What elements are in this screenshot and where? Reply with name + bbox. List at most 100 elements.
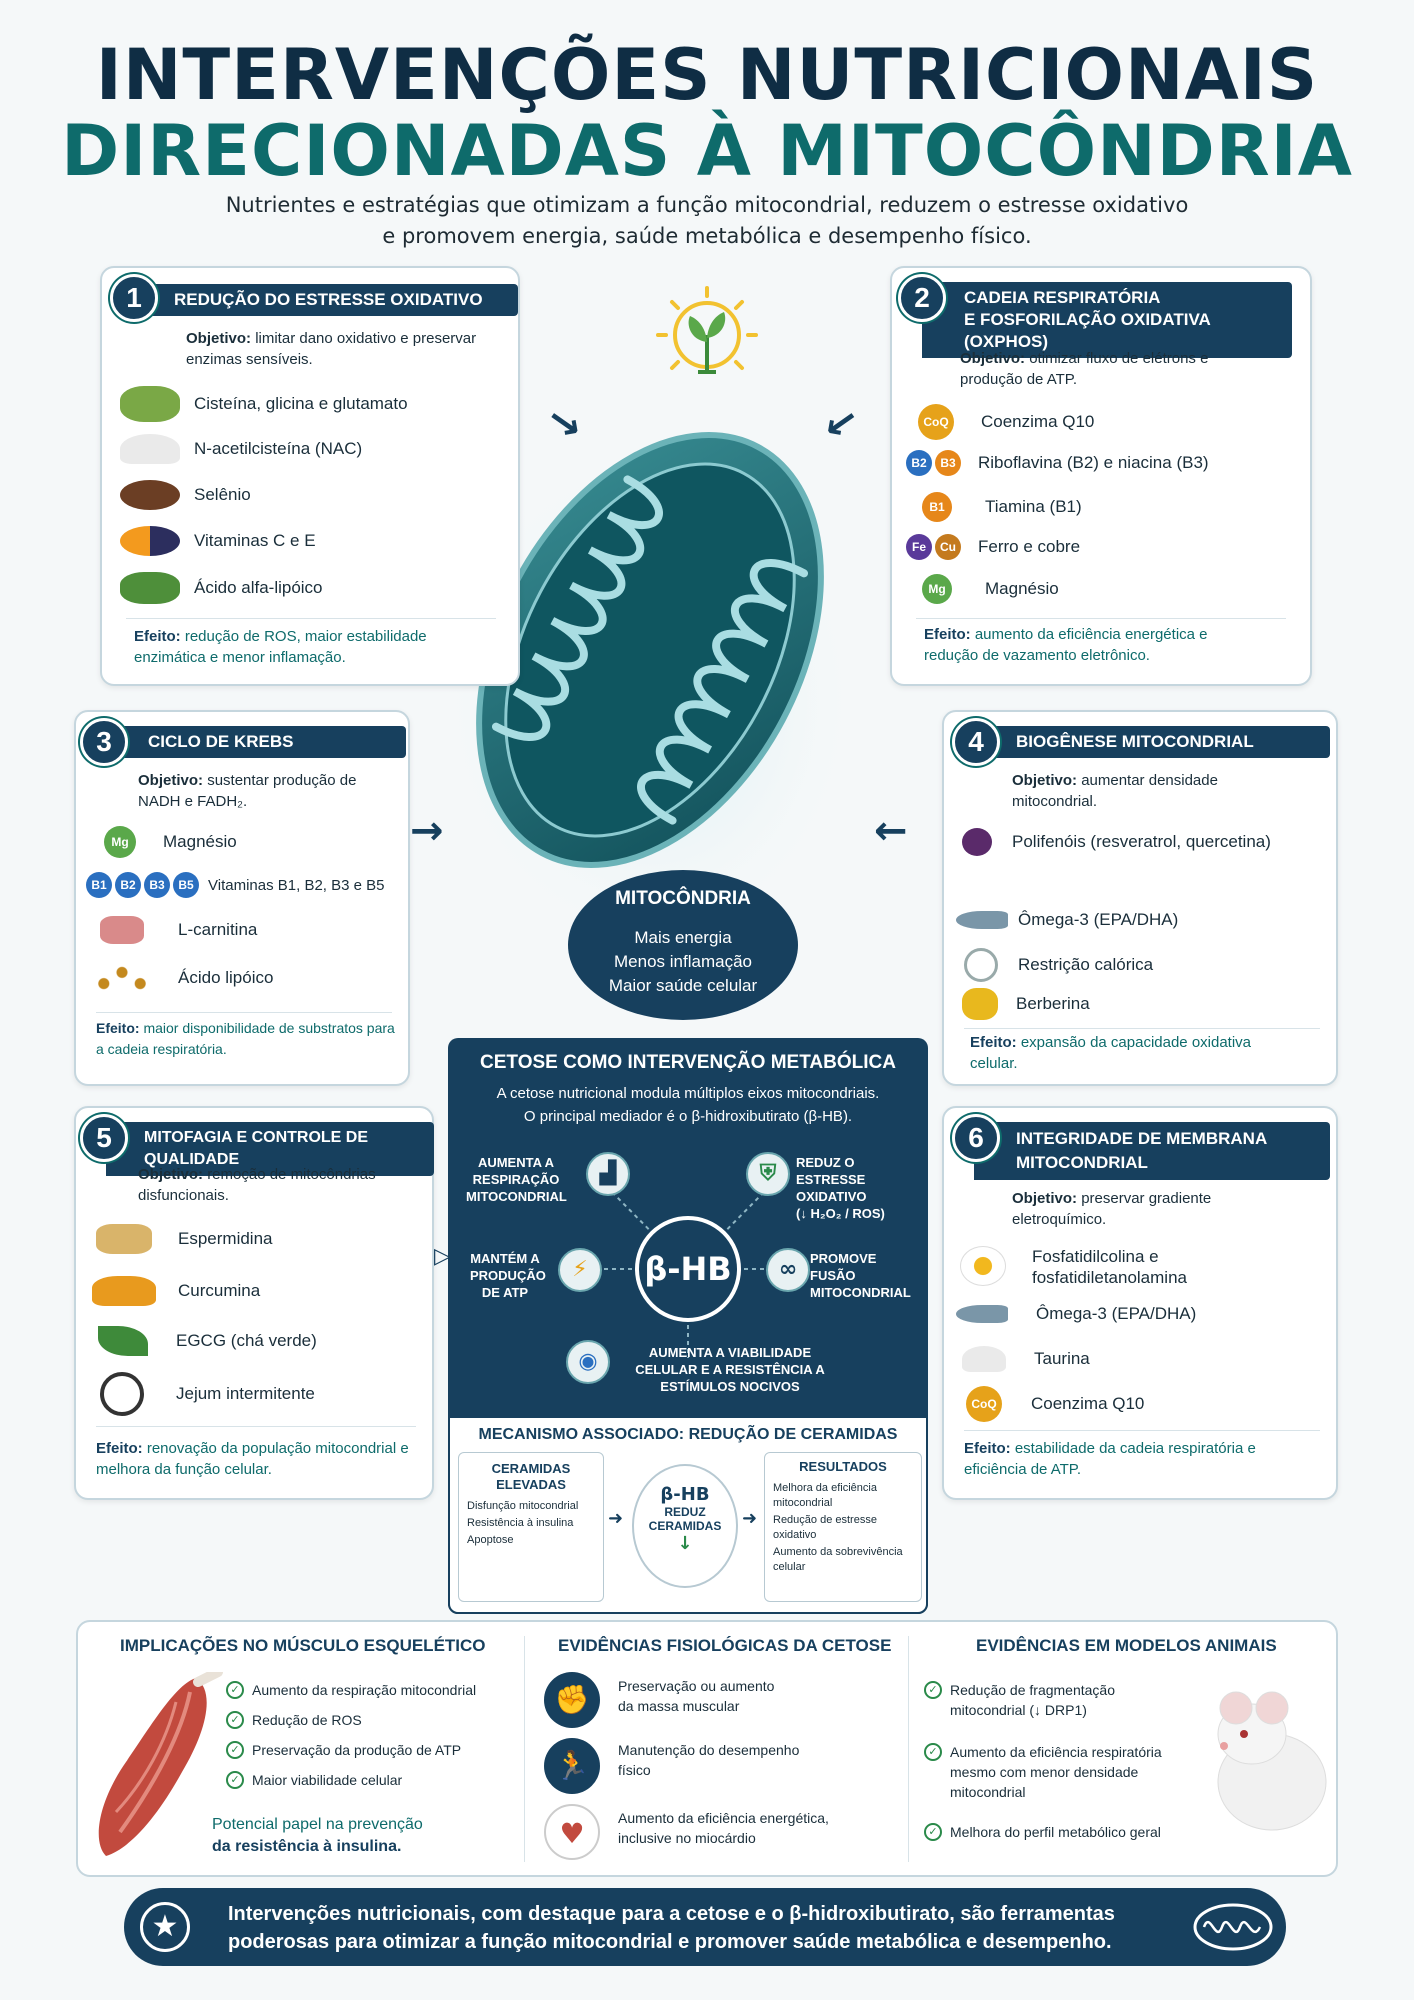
card-oxidative-stress: REDUÇÃO DO ESTRESSE OXIDATIVO Objetivo: … (100, 266, 520, 686)
card6-objective: Objetivo: preservar gradiente eletroquím… (1012, 1190, 1212, 1228)
card6-effect: Efeito: estabilidade da cadeia respirató… (964, 1440, 1256, 1478)
card5-effect: Efeito: renovação da população mitocondr… (96, 1440, 409, 1478)
coq10-icon: CoQ (966, 1386, 1002, 1422)
mito-center-label: MITOCÔNDRIA Mais energia Menos inflamaçã… (568, 870, 798, 1020)
card5-objective: Objetivo: remoção de mitocôndrias disfun… (138, 1166, 376, 1204)
b1-icon: B1 (86, 872, 112, 898)
mito-line1: Mais energia (634, 928, 732, 947)
subtitle-line2: e promovem energia, saúde metabólica e d… (382, 224, 1032, 248)
card3-effect: Efeito: maior disponibilidade de substra… (96, 1020, 395, 1057)
powder-icon (120, 434, 180, 464)
egg-icon (960, 1246, 1006, 1286)
muscle-icon (98, 1672, 223, 1856)
heart-icon: ♥ (544, 1804, 600, 1860)
card1-item-2: N-acetilcisteína (NAC) (120, 434, 362, 464)
card5-item-4: Jejum intermitente (100, 1372, 315, 1416)
arrow-c3: → (410, 808, 444, 854)
fish-icon (956, 1305, 1008, 1323)
brazil-nut-icon (120, 480, 180, 510)
bhb-reduces-ceramides: β-HB REDUZ CERAMIDAS ↓ (632, 1464, 738, 1588)
page-title-line1: INTERVENÇÕES NUTRICIONAIS (95, 34, 1319, 116)
mitochondrion-illustration (440, 432, 860, 950)
card4-title: BIOGÊNESE MITOCONDRIAL (974, 726, 1330, 758)
card6-item-2: Ômega-3 (EPA/DHA) (956, 1304, 1196, 1324)
card-mitophagy: MITOFAGIA E CONTROLE DE QUALIDADE Objeti… (74, 1106, 434, 1500)
mito-label: MITOCÔNDRIA (615, 888, 751, 909)
keto-effect-fusion: PROMOVE FUSÃO MITOCONDRIAL (810, 1251, 911, 1300)
card5-item-1: Espermidina (96, 1224, 273, 1254)
muscle-item-1: ✓Aumento da respiração mitocondrial (226, 1680, 476, 1700)
card6-item-3: Taurina (962, 1346, 1090, 1372)
card2-number: 2 (898, 274, 946, 322)
b1-icon: B1 (922, 492, 952, 522)
b2-icon: B2 (115, 872, 141, 898)
card3-objective: Objetivo: sustentar produção de NADH e F… (138, 772, 357, 810)
muscle-item-2: ✓Redução de ROS (226, 1710, 362, 1730)
muscle-note: Potencial papel na prevenção da resistên… (212, 1816, 423, 1855)
animal-title: EVIDÊNCIAS EM MODELOS ANIMAIS (976, 1636, 1277, 1655)
keto-effect-atp: MANTÉM A PRODUÇÃO DE ATP (470, 1251, 546, 1300)
magnesium-icon: Mg (104, 826, 136, 858)
iron-icon: Fe (906, 534, 932, 560)
card4-number: 4 (952, 718, 1000, 766)
grapes-icon (962, 828, 992, 856)
card1-number: 1 (110, 274, 158, 322)
lightning-icon: ⚡ (558, 1248, 602, 1292)
card4-item-1: Polifenóis (resveratrol, quercetina) (962, 828, 1271, 856)
clock-icon (100, 1372, 144, 1416)
keto-effect-viability: AUMENTA A VIABILIDADE CELULAR E A RESIST… (635, 1345, 825, 1394)
mito-line2: Menos inflamação (614, 952, 752, 971)
shield-icon: ⛨ (746, 1152, 790, 1196)
bicep-icon: ✊ (544, 1672, 600, 1728)
mechanism-title: MECANISMO ASSOCIADO: REDUÇÃO DE CERAMIDA… (478, 1426, 898, 1443)
magnesium-icon: Mg (922, 574, 952, 604)
coq10-icon: CoQ (918, 404, 954, 440)
fish-icon (956, 911, 1008, 929)
muscle-title: IMPLICAÇÕES NO MÚSCULO ESQUELÉTICO (120, 1636, 486, 1655)
plate-icon (964, 948, 998, 982)
results-box: RESULTADOS Melhora da eficiência mitocon… (764, 1452, 922, 1602)
card3-item-3: L-carnitina (100, 916, 257, 944)
powder-icon (962, 1346, 1006, 1372)
ceramides-elevated-box: CERAMIDAS ELEVADAS Disfunção mitocondria… (458, 1452, 604, 1602)
card1-item-4: Vitaminas C e E (120, 526, 316, 556)
card-biogenesis: BIOGÊNESE MITOCONDRIAL Objetivo: aumenta… (942, 710, 1338, 1086)
card3-item-4: Ácido lipóico (96, 964, 273, 992)
card1-title: REDUÇÃO DO ESTRESSE OXIDATIVO (132, 284, 518, 316)
footer-banner: ★ Intervenções nutricionais, com destaqu… (124, 1888, 1286, 1966)
card3-title: CICLO DE KREBS (106, 726, 406, 758)
ketosis-panel: CETOSE COMO INTERVENÇÃO METABÓLICA A cet… (448, 1038, 928, 1614)
keto-effect-respiration: AUMENTA A RESPIRAÇÃO MITOCONDRIAL (466, 1155, 567, 1204)
runner-icon: 🏃 (544, 1738, 600, 1794)
sun-plant-icon (656, 286, 758, 374)
avocado-icon (120, 386, 180, 422)
card5-number: 5 (80, 1114, 128, 1162)
fusion-icon: ∞ (766, 1248, 810, 1292)
animal-item-3: ✓Melhora do perfil metabólico geral (924, 1822, 1161, 1842)
b2-icon: B2 (906, 450, 932, 476)
b3-icon: B3 (935, 450, 961, 476)
vegetables-icon (120, 572, 180, 604)
card-krebs: CICLO DE KREBS Objetivo: sustentar produ… (74, 710, 410, 1086)
turmeric-icon (92, 1276, 156, 1306)
physio-item-3: Aumento da eficiência energética,inclusi… (618, 1810, 829, 1846)
arrow-right-1: ➜ (608, 1508, 624, 1529)
mouse-icon (1217, 1691, 1327, 1831)
card5-item-2: Curcumina (92, 1276, 260, 1306)
card4-objective: Objetivo: aumentar densidade mitocondria… (1012, 772, 1218, 810)
mito-line3: Maior saúde celular (608, 976, 758, 995)
card4-item-2: Ômega-3 (EPA/DHA) (956, 910, 1178, 930)
flower-icon (962, 988, 998, 1020)
star-icon: ★ (140, 1902, 190, 1952)
arrow-right-2: ➜ (742, 1508, 758, 1529)
